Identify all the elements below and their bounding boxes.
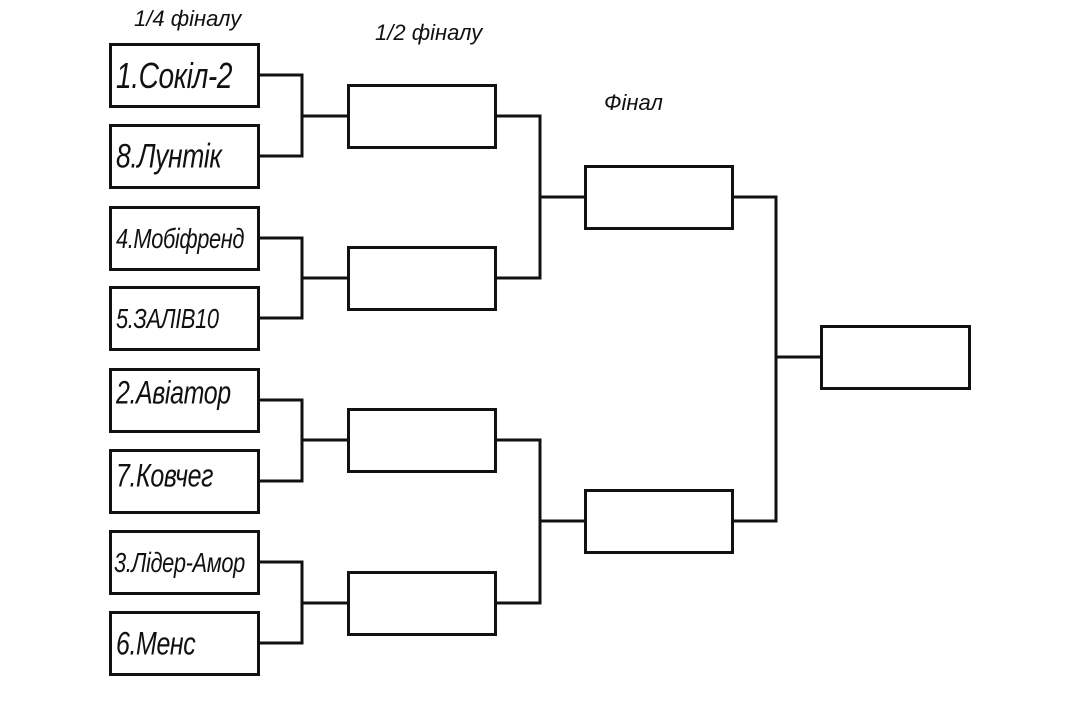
connector-qf4 <box>260 560 347 645</box>
team-box-1: 1.Сокіл-2 <box>109 43 260 108</box>
team-box-2: 2.Авіатор <box>109 368 260 433</box>
connector-qf2 <box>260 236 347 320</box>
connector-final <box>733 195 820 523</box>
semifinal-slot-1 <box>347 84 497 149</box>
team-box-4: 4.Мобіфренд <box>109 206 260 271</box>
connector-sf-bottom <box>496 438 584 605</box>
team-label: 3.Лідер-Амор <box>114 546 245 578</box>
team-label: 2.Авіатор <box>116 374 231 411</box>
team-box-3: 3.Лідер-Амор <box>109 530 260 595</box>
team-label: 4.Мобіфренд <box>116 222 245 254</box>
team-label: 7.Ковчег <box>116 457 214 494</box>
semifinal-slot-3 <box>347 408 497 473</box>
team-box-7: 7.Ковчег <box>109 449 260 514</box>
connector-sf-top <box>496 114 584 280</box>
team-box-5: 5.ЗАЛІВ10 <box>109 286 260 351</box>
team-label: 8.Лунтік <box>116 137 222 175</box>
round-label-semifinal: 1/2 фіналу <box>375 20 483 45</box>
semifinal-slot-2 <box>347 246 497 311</box>
winner-slot <box>820 325 971 390</box>
final-slot-2 <box>584 489 734 554</box>
team-label: 1.Сокіл-2 <box>116 54 233 96</box>
round-label-final: Фінал <box>604 90 663 115</box>
connector-qf1 <box>260 73 347 158</box>
team-box-8: 8.Лунтік <box>109 124 260 189</box>
round-label-quarterfinal: 1/4 фіналу <box>134 6 242 31</box>
team-label: 6.Менс <box>116 625 196 661</box>
semifinal-slot-4 <box>347 571 497 636</box>
team-label: 5.ЗАЛІВ10 <box>116 302 219 334</box>
final-slot-1 <box>584 165 734 230</box>
team-box-6: 6.Менс <box>109 611 260 676</box>
connector-qf3 <box>260 398 347 483</box>
